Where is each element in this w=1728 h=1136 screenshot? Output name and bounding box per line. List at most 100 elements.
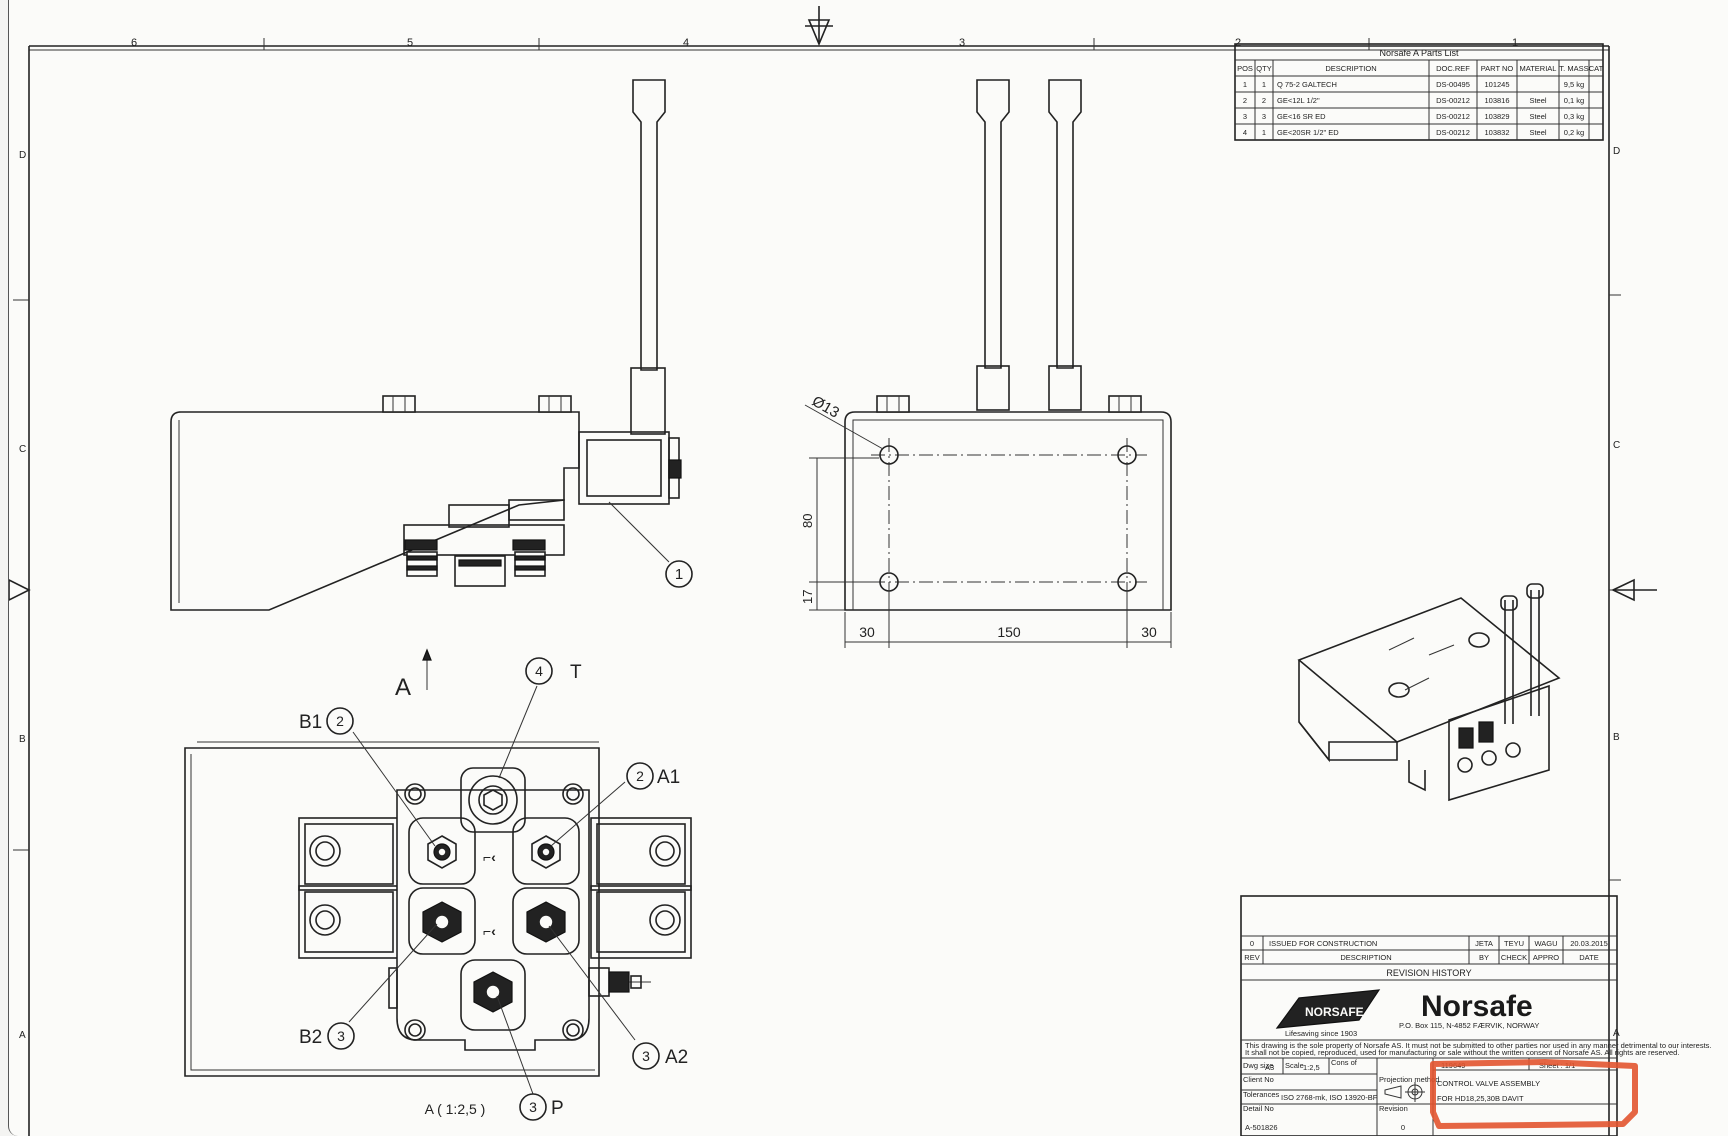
parts-cell-r0-c1: 1 bbox=[1262, 80, 1266, 89]
side-view: 1 bbox=[170, 79, 693, 611]
zone-top-2: 2 bbox=[1235, 37, 1241, 49]
port-callout-number-p: 3 bbox=[529, 1099, 537, 1115]
parts-cell-r0-c4: 101245 bbox=[1484, 80, 1509, 89]
parts-list-title: Norsafe A Parts List bbox=[1379, 48, 1459, 58]
revision-number: 0 bbox=[1401, 1123, 1405, 1132]
rev-appro: WAGU bbox=[1534, 939, 1557, 948]
parts-header-0: POS bbox=[1237, 64, 1253, 73]
title-block: 0 ISSUED FOR CONSTRUCTION JETA TEYU WAGU… bbox=[1240, 895, 1711, 1136]
svg-text:⌐‹: ⌐‹ bbox=[483, 849, 496, 865]
zone-right-d: D bbox=[1613, 146, 1620, 157]
lever-left bbox=[976, 79, 1010, 369]
lever-right bbox=[1048, 79, 1082, 369]
zone-right-b: B bbox=[1613, 732, 1620, 743]
zone-top-1: 1 bbox=[1512, 37, 1518, 49]
port-callout-circle-a2 bbox=[632, 1042, 660, 1070]
parts-header-3: DOC.REF bbox=[1436, 64, 1470, 73]
view-arrow-a: A bbox=[395, 674, 411, 701]
scale-label: Scale bbox=[1285, 1061, 1304, 1070]
port-callout-circle-b1 bbox=[326, 707, 354, 735]
parts-cell-r1-c5: Steel bbox=[1529, 96, 1546, 105]
tolerances-value: ISO 2768-mk, ISO 13920-BF bbox=[1281, 1093, 1378, 1102]
parts-cell-r0-c0: 1 bbox=[1243, 80, 1247, 89]
parts-cell-r2-c0: 3 bbox=[1243, 112, 1247, 121]
bottom-view: A bbox=[184, 648, 692, 1121]
projection-label: Projection method bbox=[1379, 1075, 1439, 1084]
parts-header-6: T. MASS bbox=[1559, 64, 1588, 73]
parts-cell-r3-c0: 4 bbox=[1243, 128, 1247, 137]
parts-cell-r3-c4: 103832 bbox=[1484, 128, 1509, 137]
dim-height-80: 80 bbox=[800, 514, 815, 528]
company-name: Norsafe bbox=[1421, 990, 1533, 1023]
front-bolt-left bbox=[876, 395, 910, 413]
projection-symbol-icon bbox=[1384, 1082, 1425, 1102]
drawing-frame bbox=[9, 6, 1657, 1136]
tolerances-label: Tolerances bbox=[1243, 1090, 1280, 1099]
parts-cell-r0-c2: Q 75-2 GALTECH bbox=[1277, 80, 1337, 89]
parts-cell-r1-c1: 2 bbox=[1262, 96, 1266, 105]
parts-header-7: CAT bbox=[1589, 64, 1604, 73]
dwg-size-label: Dwg size bbox=[1243, 1061, 1273, 1070]
drawing-sheet: 6 5 4 3 2 1 D C B A D C B A Norsafe A Pa… bbox=[8, 0, 1728, 1136]
drawing-title-line-2: FOR HD18,25,30B DAVIT bbox=[1437, 1094, 1524, 1103]
port-label-t: T bbox=[570, 662, 582, 683]
isometric-view bbox=[1297, 583, 1561, 802]
bolt-right bbox=[538, 395, 572, 413]
port-callout-number-b2: 3 bbox=[337, 1028, 345, 1044]
rev-date: 20.03.2015 bbox=[1570, 939, 1608, 948]
logo-tagline: Lifesaving since 1903 bbox=[1285, 1029, 1357, 1038]
technical-drawing: 6 5 4 3 2 1 D C B A D C B A Norsafe A Pa… bbox=[9, 6, 1711, 1136]
zone-labels: 6 5 4 3 2 1 D C B A D C B A bbox=[19, 37, 1620, 1041]
parts-cell-r1-c4: 103816 bbox=[1484, 96, 1509, 105]
zone-right-c: C bbox=[1613, 440, 1620, 451]
parts-header-4: PART NO bbox=[1481, 64, 1514, 73]
lever-base bbox=[630, 367, 666, 435]
revision-history-heading: REVISION HISTORY bbox=[1386, 968, 1471, 978]
zone-left-c: C bbox=[19, 444, 26, 455]
rev-header-check: CHECK bbox=[1501, 953, 1527, 962]
client-label: Client No bbox=[1243, 1075, 1274, 1084]
hole-diameter-label: Ø13 bbox=[809, 393, 842, 422]
port-callout-number-a1: 2 bbox=[636, 768, 644, 784]
dim-height-17: 17 bbox=[800, 590, 815, 604]
rev-header-date: DATE bbox=[1579, 953, 1598, 962]
disclaimer-line-1: This drawing is the sole property of Nor… bbox=[1245, 1041, 1711, 1050]
parts-cell-r2-c6: 0,3 kg bbox=[1564, 112, 1584, 121]
parts-cell-r3-c2: GE<20SR 1/2" ED bbox=[1277, 128, 1339, 137]
drawing-title-line-1: CONTROL VALVE ASSEMBLY bbox=[1437, 1079, 1540, 1088]
callout-1-label: 1 bbox=[675, 566, 683, 583]
dim-left-30: 30 bbox=[859, 624, 875, 640]
rev-description: ISSUED FOR CONSTRUCTION bbox=[1269, 939, 1377, 948]
parts-cell-r2-c1: 3 bbox=[1262, 112, 1266, 121]
parts-header-5: MATERIAL bbox=[1520, 64, 1557, 73]
drawing-number: A-501826 bbox=[1245, 1123, 1278, 1132]
port-callout-number-b1: 2 bbox=[336, 713, 344, 729]
logo-mark-text: NORSAFE bbox=[1305, 1005, 1364, 1019]
mount-hole-tl bbox=[879, 445, 899, 465]
cons-of-label: Cons of bbox=[1331, 1058, 1358, 1067]
parts-cell-r3-c1: 1 bbox=[1262, 128, 1266, 137]
lever-handle bbox=[632, 79, 666, 371]
parts-cell-r1-c0: 2 bbox=[1243, 96, 1247, 105]
port-callout-circle-p bbox=[519, 1093, 547, 1121]
rev-header-by: BY bbox=[1479, 953, 1489, 962]
port-callout-number-a2: 3 bbox=[642, 1048, 650, 1064]
mount-hole-tr bbox=[1117, 445, 1137, 465]
scale-value: 1:2,5 bbox=[1303, 1063, 1320, 1072]
parts-cell-r0-c3: DS-00495 bbox=[1436, 80, 1470, 89]
drawing-number-label: Detail No bbox=[1243, 1104, 1274, 1113]
parts-cell-r3-c5: Steel bbox=[1529, 128, 1546, 137]
parts-cell-r3-c6: 0,2 kg bbox=[1564, 128, 1584, 137]
parts-header-1: QTY bbox=[1256, 64, 1271, 73]
rev-header-rev: REV bbox=[1244, 953, 1259, 962]
port-callout-circle-a1 bbox=[626, 762, 654, 790]
valve-body-side bbox=[578, 431, 670, 505]
parts-cell-r1-c2: GE<12L 1/2" bbox=[1277, 96, 1320, 105]
coil-right bbox=[590, 817, 692, 959]
zone-left-a: A bbox=[19, 1030, 26, 1041]
zone-left-b: B bbox=[19, 734, 26, 745]
front-view: Ø13 80 17 30 150 30 bbox=[800, 79, 1172, 648]
rev-number: 0 bbox=[1250, 939, 1254, 948]
port-label-p: P bbox=[551, 1098, 564, 1119]
